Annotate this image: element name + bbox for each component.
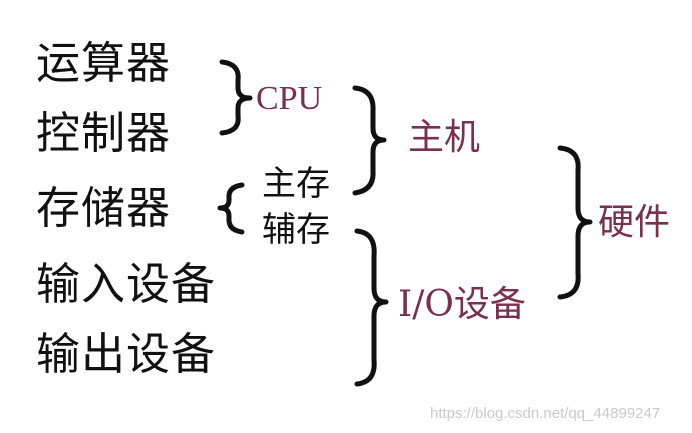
cpu-brace <box>219 59 253 136</box>
memory-label: 存储器 <box>36 183 171 234</box>
output-device-label: 输出设备 <box>36 329 216 380</box>
auxiliary-memory-label: 辅存 <box>262 210 330 250</box>
hardware-brace <box>557 145 593 300</box>
hardware-label: 硬件 <box>598 202 671 243</box>
host-brace <box>352 85 387 196</box>
watermark-text: https://blog.csdn.net/qq_44899247 <box>430 405 661 422</box>
io-devices-label: I/O设备 <box>398 284 526 325</box>
alu-label: 运算器 <box>36 38 171 89</box>
memory-brace <box>217 182 245 235</box>
input-device-label: 输入设备 <box>36 259 216 310</box>
control-unit-label: 控制器 <box>36 108 171 159</box>
cpu-label: CPU <box>256 80 323 117</box>
host-label: 主机 <box>408 117 481 158</box>
io-brace <box>354 228 389 387</box>
main-memory-label: 主存 <box>262 164 330 204</box>
